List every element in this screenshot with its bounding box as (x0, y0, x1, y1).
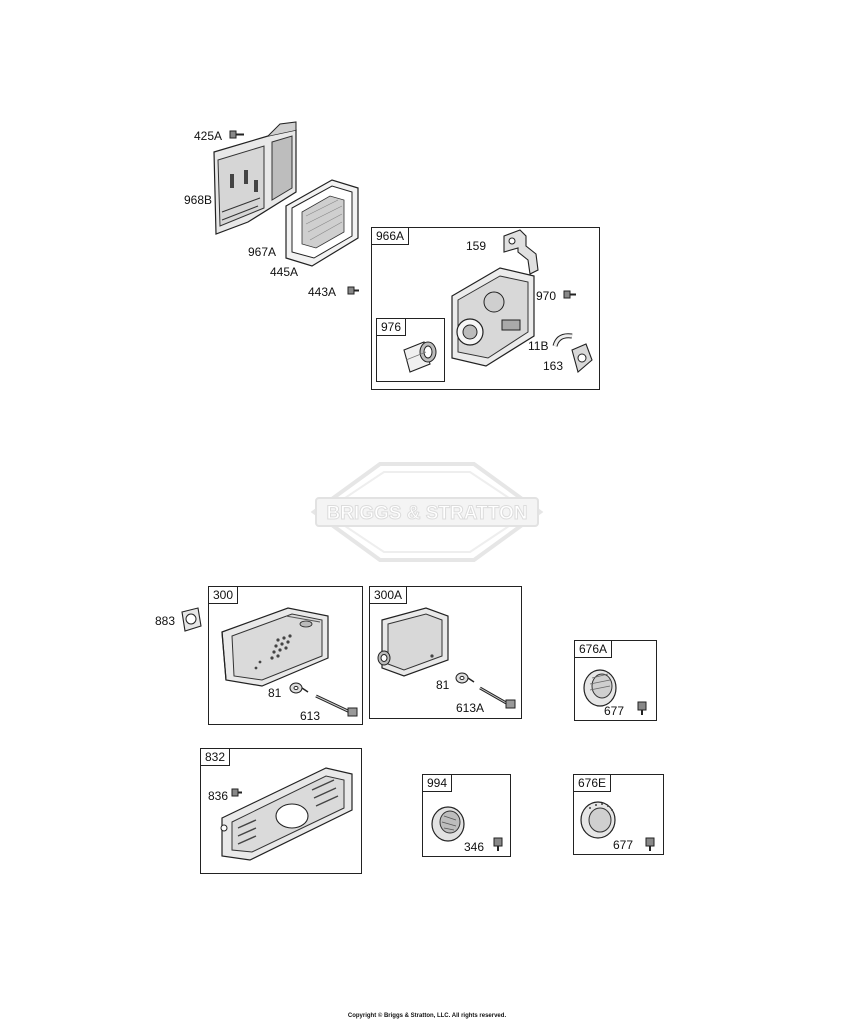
part-label-883: 883 (155, 614, 176, 628)
air-cleaner-base-966A (451, 267, 535, 367)
muffler-guard-676E (580, 801, 616, 839)
spark-arrester-994 (431, 806, 465, 842)
part-label-970: 970 (536, 289, 557, 303)
assembly-box-832: 832 (200, 748, 362, 874)
briggs-stratton-watermark-logo: BRIGGS & STRATTON (310, 462, 544, 562)
part-label-445A: 445A (270, 265, 299, 279)
screw-613A (479, 686, 516, 709)
air-cleaner-cover-968B (213, 121, 297, 235)
screw-613 (315, 694, 358, 717)
muffler-guard-676A (583, 669, 617, 707)
part-label-967A: 967A (248, 245, 277, 259)
assembly-box-966A: 966A (371, 227, 600, 390)
assembly-box-300A: 300A (369, 586, 522, 719)
assembly-box-676E: 676E (573, 774, 664, 855)
assembly-box-994: 994 (422, 774, 511, 857)
part-label-677-b: 677 (613, 838, 634, 852)
assembly-box-676A: 676A (574, 640, 657, 721)
svg-text:BRIGGS & STRATTON: BRIGGS & STRATTON (327, 503, 528, 524)
muffler-300A (377, 607, 449, 677)
part-label-677-a: 677 (604, 704, 625, 718)
copyright-notice: Copyright © Briggs & Stratton, LLC. All … (347, 1013, 507, 1019)
assembly-box-label: 300A (370, 587, 408, 604)
screw-443A (347, 286, 359, 295)
assembly-box-label: 976 (377, 319, 407, 336)
part-label-443A: 443A (308, 285, 337, 299)
lockwasher-81-b (455, 672, 475, 684)
lockwasher-81-a (289, 682, 309, 694)
part-label-425A: 425A (194, 129, 223, 143)
screw-346 (493, 837, 503, 851)
assembly-box-label: 676E (574, 775, 612, 792)
assembly-box-label: 966A (372, 228, 410, 245)
part-label-11B: 11B (528, 339, 549, 353)
muffler-300 (221, 607, 329, 687)
part-label-613: 613 (300, 709, 321, 723)
hose-11B (552, 333, 573, 347)
part-label-81-a: 81 (268, 686, 282, 700)
heat-shield-832 (220, 767, 353, 861)
screw-677-b (645, 837, 655, 851)
screw-836 (231, 788, 242, 797)
screw-677-a (637, 701, 647, 715)
gasket-163 (571, 343, 593, 373)
part-label-159: 159 (466, 239, 487, 253)
assembly-box-300: 300 (208, 586, 363, 725)
part-label-968B: 968B (184, 193, 213, 207)
part-label-346: 346 (464, 840, 485, 854)
exhaust-gasket-883 (181, 607, 202, 632)
assembly-box-label: 676A (575, 641, 613, 658)
part-label-836: 836 (208, 789, 229, 803)
pre-cleaner-976 (403, 341, 437, 373)
part-label-613A: 613A (456, 701, 485, 715)
part-label-81-b: 81 (436, 678, 450, 692)
screw-970 (563, 290, 576, 299)
assembly-box-label: 832 (201, 749, 231, 766)
assembly-box-976: 976 (376, 318, 445, 382)
screw-425A (229, 130, 244, 139)
assembly-box-label: 994 (423, 775, 453, 792)
assembly-box-label: 300 (209, 587, 239, 604)
air-filter-967A (285, 179, 359, 267)
part-label-163: 163 (543, 359, 564, 373)
bracket-159 (503, 229, 539, 275)
